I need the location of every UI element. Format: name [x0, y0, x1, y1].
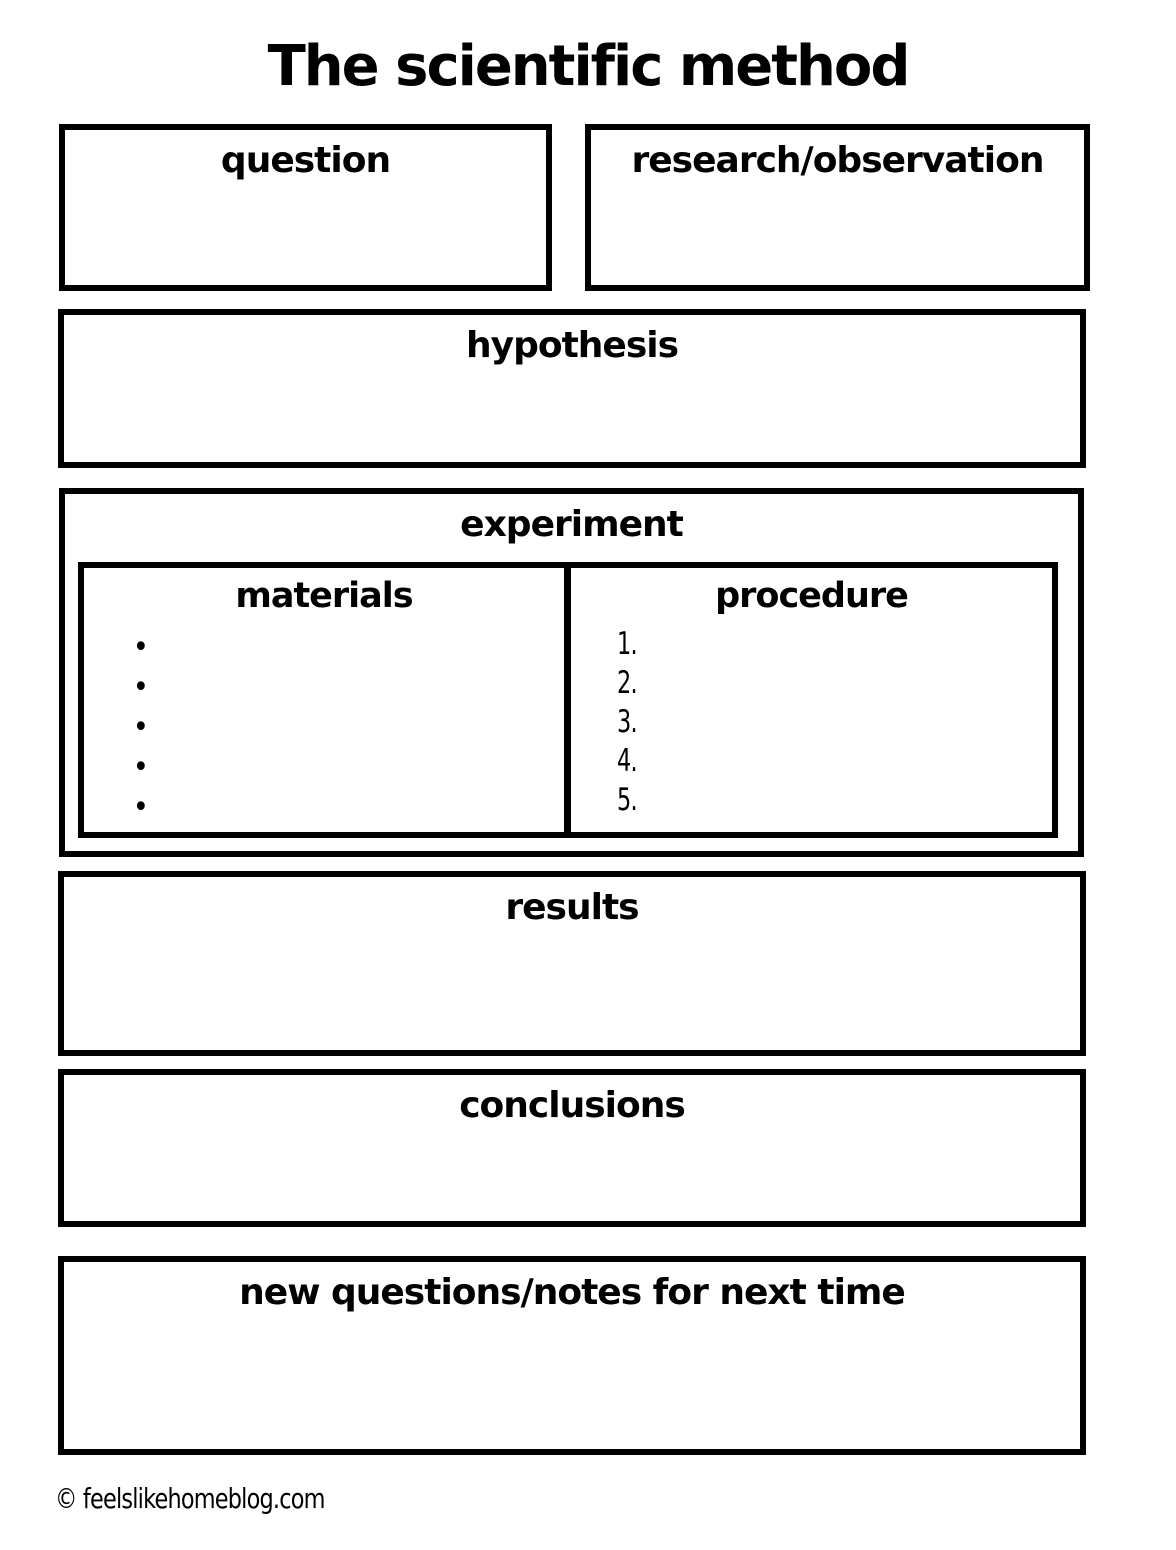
bullet-icon: • — [132, 670, 149, 706]
hypothesis-box: hypothesis — [58, 309, 1086, 468]
copyright-footer: © feelslikehomeblog.com — [55, 1482, 326, 1515]
experiment-inner-table: materials • • • • • procedure 1. 2. 3. 4… — [78, 562, 1058, 838]
bullet-icon: • — [132, 710, 149, 746]
conclusions-label: conclusions — [459, 1085, 686, 1126]
procedure-label: procedure — [715, 576, 909, 616]
procedure-step-number: 4. — [617, 742, 638, 779]
research-observation-label: research/observation — [631, 140, 1045, 181]
experiment-box: experiment materials • • • • • procedure… — [59, 488, 1084, 857]
experiment-label: experiment — [460, 504, 684, 545]
procedure-step-number: 1. — [617, 625, 638, 662]
materials-bullet-list: • • • • • — [84, 628, 564, 828]
list-item: 1. — [571, 624, 1052, 663]
question-box: question — [59, 124, 552, 291]
procedure-column: procedure 1. 2. 3. 4. 5. — [571, 568, 1052, 832]
results-box: results — [58, 871, 1086, 1056]
bullet-icon: • — [132, 630, 149, 666]
procedure-step-number: 2. — [617, 664, 638, 701]
materials-label: materials — [235, 576, 413, 616]
materials-column: materials • • • • • — [84, 568, 571, 832]
question-label: question — [220, 140, 391, 181]
procedure-step-number: 5. — [617, 781, 638, 818]
research-observation-box: research/observation — [585, 124, 1090, 291]
bullet-icon: • — [132, 750, 149, 786]
conclusions-box: conclusions — [58, 1069, 1086, 1227]
bullet-icon: • — [132, 790, 149, 826]
list-item: • — [84, 708, 564, 748]
new-questions-box: new questions/notes for next time — [58, 1256, 1086, 1455]
list-item: • — [84, 628, 564, 668]
list-item: 5. — [571, 780, 1052, 819]
page-title: The scientific method — [267, 34, 911, 99]
procedure-step-number: 3. — [617, 703, 638, 740]
hypothesis-label: hypothesis — [465, 325, 679, 366]
list-item: 3. — [571, 702, 1052, 741]
list-item: • — [84, 748, 564, 788]
list-item: 2. — [571, 663, 1052, 702]
results-label: results — [505, 887, 639, 928]
list-item: • — [84, 668, 564, 708]
procedure-number-list: 1. 2. 3. 4. 5. — [571, 624, 1052, 819]
new-questions-label: new questions/notes for next time — [239, 1272, 906, 1313]
list-item: • — [84, 788, 564, 828]
list-item: 4. — [571, 741, 1052, 780]
